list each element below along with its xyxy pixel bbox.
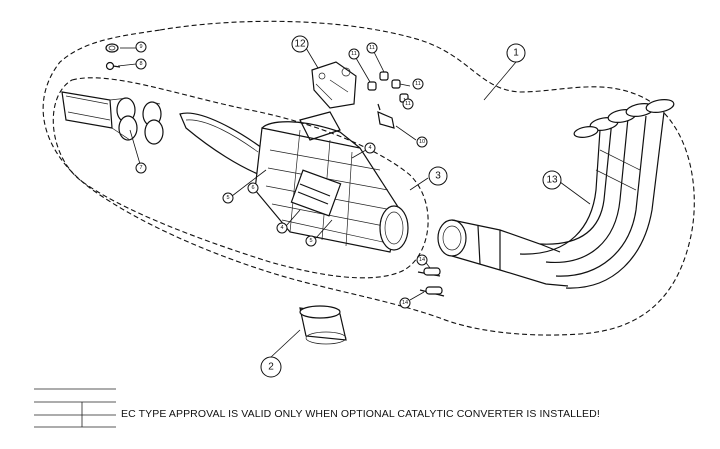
callout-5a-label: 5 (226, 195, 229, 201)
callout-11a-label: 11 (351, 51, 357, 57)
callout-14b-label: 14 (402, 300, 408, 306)
rubber-mounts-part (367, 71, 409, 103)
callout-12-label: 12 (294, 39, 306, 50)
callout-5b-label: 5 (309, 238, 312, 244)
silencer-body-part (179, 111, 409, 253)
callout-6: 6 (247, 182, 259, 194)
callout-6-label: 6 (251, 185, 254, 191)
callout-5a: 5 (222, 192, 234, 204)
bracket-part (311, 61, 357, 109)
callout-1: 1 (506, 43, 526, 63)
end-cap-part (61, 91, 164, 145)
callout-11d-label: 11 (405, 101, 411, 107)
callout-11a: 11 (348, 48, 360, 60)
stud-part (377, 103, 395, 129)
callout-7-label: 7 (139, 165, 142, 171)
title-block-lines (34, 388, 116, 428)
callout-13-label: 13 (546, 175, 558, 186)
callout-11c-label: 11 (415, 81, 421, 87)
catalytic-converter-part (299, 305, 347, 345)
callout-10-label: 10 (419, 139, 425, 145)
callout-11b: 11 (366, 42, 378, 54)
callout-7: 7 (135, 162, 147, 174)
callout-1-label: 1 (513, 48, 519, 59)
callout-13: 13 (542, 170, 562, 190)
silencer-outline-dashed (52, 77, 429, 279)
header-pipes-part (437, 99, 675, 289)
callout-11c: 11 (412, 78, 424, 90)
callout-12: 12 (291, 35, 309, 53)
callout-5b: 5 (305, 235, 317, 247)
callout-9: 9 (135, 41, 147, 53)
callout-3: 3 (428, 166, 448, 186)
callout-10: 10 (416, 136, 428, 148)
approval-notice: EC TYPE APPROVAL IS VALID ONLY WHEN OPTI… (121, 408, 600, 420)
callout-4a: 4 (364, 142, 376, 154)
screw-and-nut-part (105, 43, 121, 71)
callout-8: 8 (135, 58, 147, 70)
springs-part (417, 267, 445, 297)
callout-8-label: 8 (139, 61, 142, 67)
callout-4a-label: 4 (368, 145, 371, 151)
callout-2: 2 (260, 356, 282, 378)
leader-lines (117, 47, 591, 359)
callout-3-label: 3 (435, 171, 441, 182)
callout-11b-label: 11 (369, 45, 375, 51)
callout-4b: 4 (276, 222, 288, 234)
callout-14b: 14 (399, 297, 411, 309)
callout-4b-label: 4 (280, 225, 283, 231)
callout-11d: 11 (402, 98, 414, 110)
callout-9-label: 9 (139, 44, 142, 50)
callout-14a: 14 (416, 254, 428, 266)
callout-14a-label: 14 (419, 257, 425, 263)
callout-2-label: 2 (268, 362, 274, 373)
